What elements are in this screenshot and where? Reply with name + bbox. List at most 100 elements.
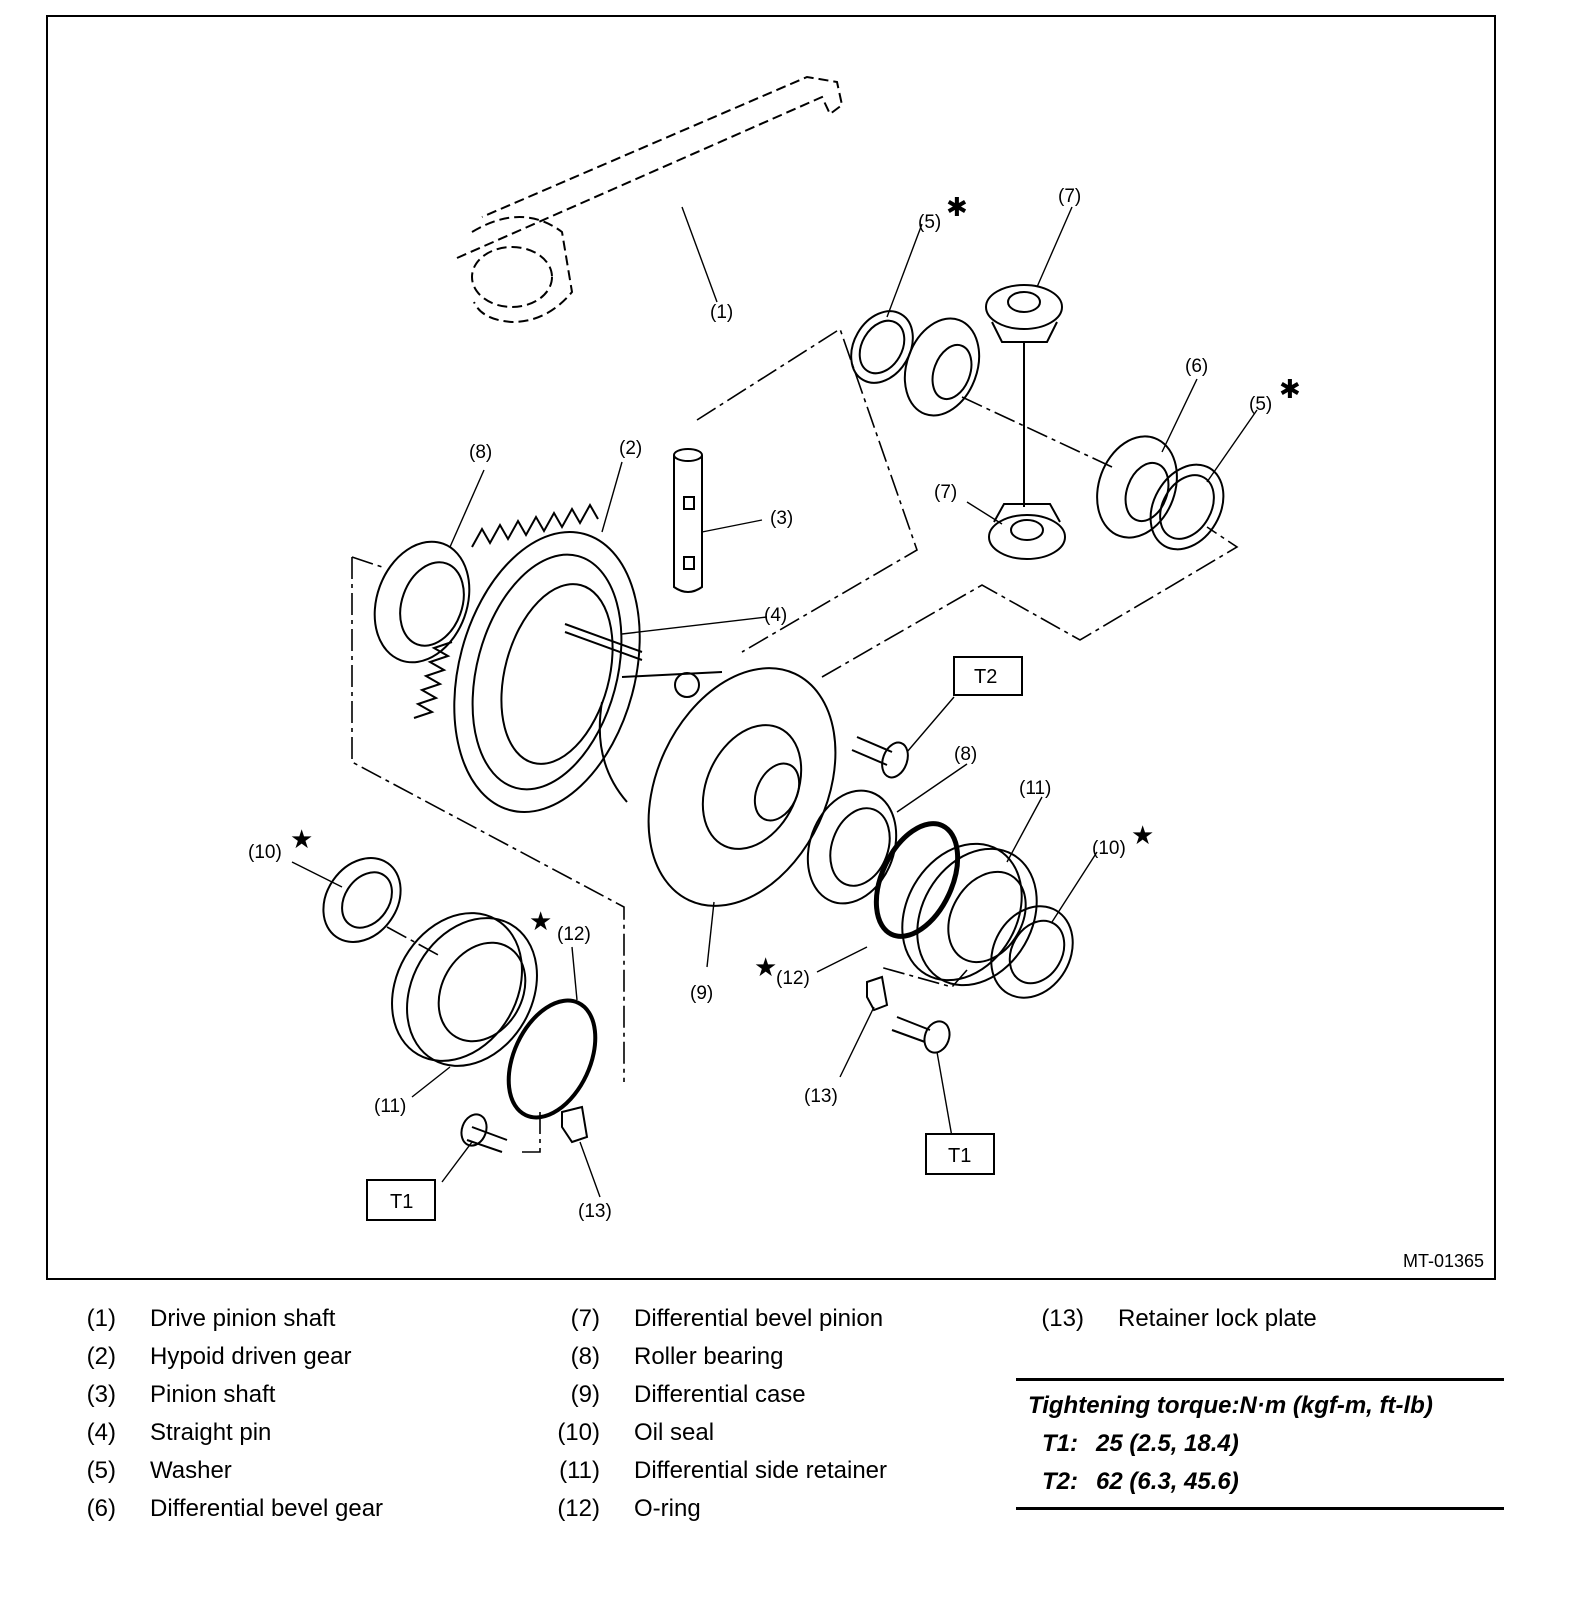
callout-13-right: (13) bbox=[804, 1086, 838, 1107]
bolt-t2 bbox=[851, 736, 909, 779]
legend-item: (7) Differential bevel pinion bbox=[546, 1300, 887, 1338]
washer-left-inner bbox=[858, 319, 906, 375]
callout-7-top: (7) bbox=[1058, 186, 1081, 207]
star-12-left: ★ bbox=[529, 906, 552, 936]
legend-item: (8)Roller bearing bbox=[546, 1338, 887, 1376]
torque-table-title: Tightening torque:N·m (kgf-m, ft-lb) bbox=[1028, 1392, 1433, 1419]
pinion-shaft bbox=[673, 448, 703, 593]
callout-3: (3) bbox=[770, 508, 793, 529]
callout-11-right: (11) bbox=[1019, 778, 1051, 799]
legend-num: (12) bbox=[557, 1495, 600, 1522]
callout-9: (9) bbox=[690, 983, 713, 1004]
torque-value: 25 (2.5, 18.4) bbox=[1096, 1430, 1239, 1457]
differential-bevel-gear-left bbox=[903, 317, 981, 417]
legend-label: Differential bevel gear bbox=[150, 1495, 384, 1522]
legend-label: Hypoid driven gear bbox=[150, 1343, 352, 1370]
legend-label: O-ring bbox=[634, 1495, 701, 1522]
differential-bevel-gear-right bbox=[1096, 435, 1178, 539]
asterisk-5-top: ✱ bbox=[946, 192, 968, 222]
legend-num: (6) bbox=[86, 1495, 116, 1522]
legend-column-2: (7) Differential bevel pinion (8)Roller b… bbox=[546, 1300, 887, 1528]
torque-box-t1-left: T1 bbox=[366, 1179, 436, 1221]
legend-item: (6) Differential bevel gear bbox=[62, 1490, 383, 1528]
explosion-lines bbox=[351, 327, 1239, 1153]
callout-1: (1) bbox=[710, 302, 733, 323]
legend-num: (13) bbox=[1041, 1305, 1084, 1332]
legend-item: (9) Differential case bbox=[546, 1376, 887, 1414]
torque-box-t2: T2 bbox=[953, 656, 1023, 696]
callout-5-right: (5) bbox=[1249, 394, 1272, 415]
star-10-left: ★ bbox=[290, 824, 313, 854]
diagram-frame: (1) (2) (3) (4) (5) (7) (6) (5) (7) (8) … bbox=[46, 15, 1496, 1280]
washer-right-inner bbox=[1159, 474, 1215, 540]
legend-label: Differential side retainer bbox=[634, 1457, 888, 1484]
callout-12-left: (12) bbox=[557, 924, 591, 945]
legend-item: (1)Drive pinion shaft bbox=[62, 1300, 383, 1338]
legend-item: (12) O-ring bbox=[546, 1490, 887, 1528]
callout-12-right: (12) bbox=[776, 968, 810, 989]
bolt-t1-left bbox=[460, 1113, 508, 1153]
legend-num: (3) bbox=[86, 1381, 116, 1408]
legend-item: (10) Oil seal bbox=[546, 1414, 887, 1452]
legend-item: (2)Hypoid driven gear bbox=[62, 1338, 383, 1376]
legend-label: Pinion shaft bbox=[150, 1381, 276, 1408]
torque-row-t2: T2: 62 (6.3, 45.6) bbox=[1016, 1463, 1504, 1501]
oil-seal-left bbox=[322, 857, 402, 943]
straight-pin bbox=[564, 623, 643, 661]
torque-box-t2-label: T2 bbox=[974, 666, 997, 688]
legend-item: (11) Differential side retainer bbox=[546, 1452, 887, 1490]
callout-13-left: (13) bbox=[578, 1201, 612, 1222]
roller-bearing-right bbox=[806, 789, 898, 905]
legend-label: Differential bevel pinion bbox=[634, 1305, 884, 1332]
legend-num: (10) bbox=[557, 1419, 600, 1446]
callout-10-left: (10) bbox=[248, 842, 282, 863]
callout-7-bottom: (7) bbox=[934, 482, 957, 503]
legend-item: (5)Washer bbox=[62, 1452, 383, 1490]
torque-key: T2: bbox=[1042, 1468, 1078, 1495]
torque-value: 62 (6.3, 45.6) bbox=[1096, 1468, 1239, 1495]
washer-right bbox=[1149, 463, 1225, 551]
differential-side-retainer-left bbox=[391, 912, 538, 1067]
star-10-right: ★ bbox=[1131, 820, 1154, 850]
torque-box-t1-right: T1 bbox=[925, 1133, 995, 1175]
legend-num: (8) bbox=[570, 1343, 600, 1370]
drive-pinion-shaft bbox=[456, 75, 844, 324]
retainer-lock-plate-right bbox=[866, 975, 889, 1012]
callout-4: (4) bbox=[764, 605, 787, 626]
hypoid-driven-gear bbox=[413, 502, 641, 813]
legend-column-1: (1)Drive pinion shaft (2)Hypoid driven g… bbox=[62, 1300, 383, 1528]
legend-item: (3) Pinion shaft bbox=[62, 1376, 383, 1414]
legend-label: Retainer lock plate bbox=[1118, 1305, 1317, 1332]
legend-item: (4) Straight pin bbox=[62, 1414, 383, 1452]
callout-10-right: (10) bbox=[1092, 838, 1126, 859]
legend-num: (7) bbox=[570, 1305, 600, 1332]
bevel-pinion-top bbox=[985, 284, 1063, 343]
callout-2: (2) bbox=[619, 438, 642, 459]
legend-column-3: (13) Retainer lock plate bbox=[1030, 1300, 1317, 1338]
star-12-right: ★ bbox=[754, 952, 777, 982]
o-ring-right bbox=[873, 821, 961, 939]
callout-8-right: (8) bbox=[954, 744, 977, 765]
bevel-pinion-bottom bbox=[988, 503, 1066, 560]
torque-key: T1: bbox=[1042, 1430, 1078, 1457]
exploded-view-diagram: (1) (2) (3) (4) (5) (7) (6) (5) (7) (8) … bbox=[248, 75, 1301, 1222]
o-ring-left bbox=[506, 998, 598, 1120]
callout-8-left: (8) bbox=[469, 442, 492, 463]
legend-label: Straight pin bbox=[150, 1419, 272, 1446]
differential-case bbox=[598, 667, 837, 907]
legend-item: (13) Retainer lock plate bbox=[1030, 1300, 1317, 1338]
torque-box-t1-right-label: T1 bbox=[948, 1145, 971, 1167]
leader-lines bbox=[291, 206, 1258, 1198]
legend-label: Oil seal bbox=[634, 1419, 715, 1446]
torque-row-t1: T1: 25 (2.5, 18.4) bbox=[1016, 1425, 1504, 1463]
legend-num: (4) bbox=[86, 1419, 116, 1446]
legend-num: (11) bbox=[559, 1457, 600, 1484]
asterisk-5-right: ✱ bbox=[1279, 374, 1301, 404]
roller-bearing-left bbox=[373, 540, 471, 664]
oil-seal-right bbox=[990, 905, 1074, 999]
legend-num: (9) bbox=[570, 1381, 600, 1408]
legend-label: Differential case bbox=[634, 1381, 806, 1408]
torque-table: Tightening torque:N·m (kgf-m, ft-lb) T1:… bbox=[1016, 1378, 1504, 1510]
retainer-lock-plate-left bbox=[561, 1105, 589, 1144]
legend-label: Drive pinion shaft bbox=[150, 1305, 336, 1332]
